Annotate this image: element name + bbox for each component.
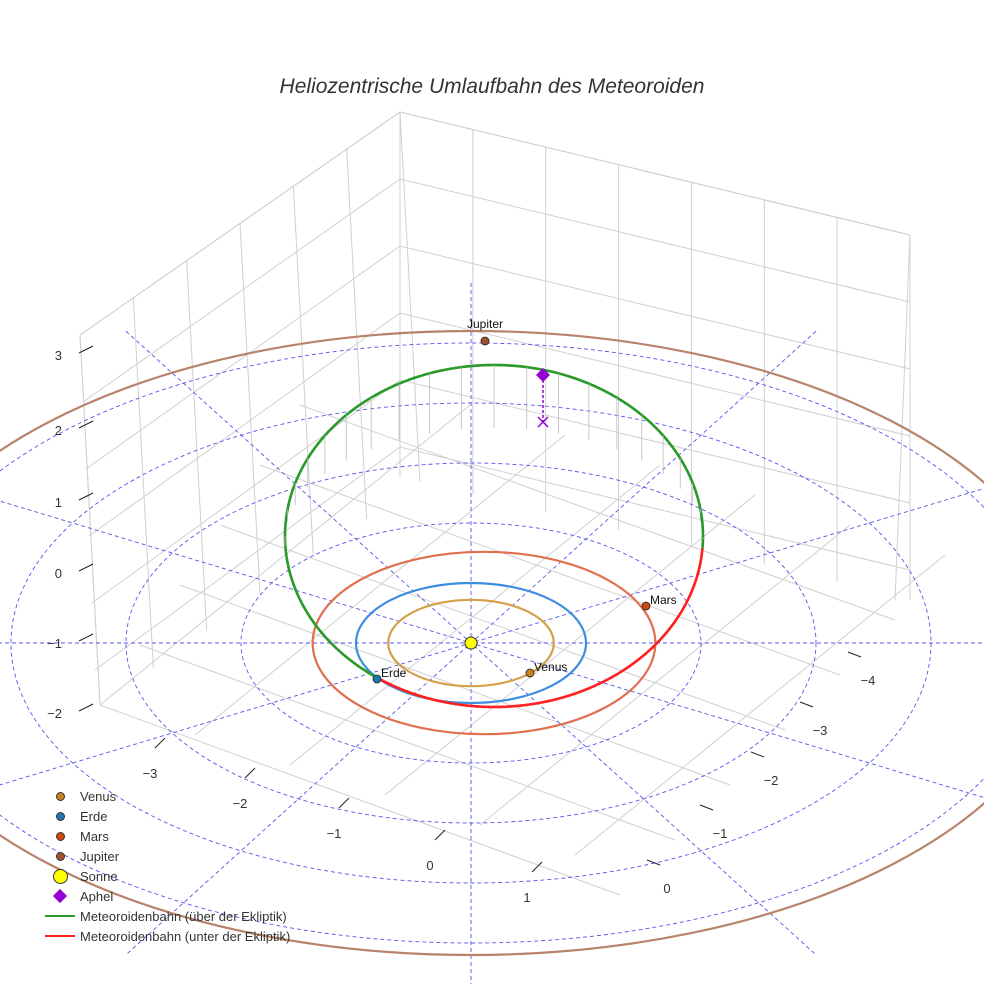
z-tick-label: −2	[47, 706, 62, 721]
floor-grid-line	[259, 464, 841, 676]
z-tick	[78, 703, 94, 712]
x-tick-label: −3	[143, 766, 158, 781]
legend-label: Mars	[80, 828, 109, 844]
legend: Venus Erde Mars Jupiter Sonne Aphel Mete…	[40, 786, 290, 946]
legend-item-sonne[interactable]: Sonne	[40, 866, 290, 886]
legend-item-mars[interactable]: Mars	[40, 826, 290, 846]
z-tick	[78, 420, 94, 429]
legend-item-aphel[interactable]: Aphel	[40, 886, 290, 906]
y-tick-label: −2	[764, 773, 779, 788]
legend-item-jupiter[interactable]: Jupiter	[40, 846, 290, 866]
y-tick	[699, 804, 714, 811]
planet-marker-venus	[525, 668, 535, 678]
planet-label-erde: Erde	[381, 666, 407, 680]
x-tick	[244, 767, 256, 779]
z-tick	[78, 492, 94, 501]
aphel-projection-x-marker	[537, 416, 549, 428]
z-tick	[78, 633, 94, 642]
x-tick-label: 0	[426, 858, 433, 873]
grid-line	[186, 260, 208, 631]
z-tick-label: 1	[55, 495, 62, 510]
x-tick	[434, 829, 446, 841]
y-tick	[799, 701, 814, 708]
grid-line	[88, 312, 911, 537]
z-tick-label: 3	[55, 348, 62, 363]
floor-grid-line	[99, 704, 621, 896]
grid-line	[82, 178, 911, 403]
floor-grid-line	[219, 524, 786, 731]
y-tick-label: −1	[713, 826, 728, 841]
x-tick-label: −1	[327, 826, 342, 841]
planet-marker-erde	[372, 674, 382, 684]
orbit-erde	[354, 581, 588, 705]
z-tick-label: 2	[55, 423, 62, 438]
y-tick	[646, 859, 661, 866]
legend-item-meteoroid-below[interactable]: Meteoroidenbahn (unter der Ekliptik)	[40, 926, 290, 946]
legend-label: Meteoroidenbahn (unter der Ekliptik)	[80, 928, 291, 944]
planet-label-mars: Mars	[650, 593, 677, 607]
floor-grid-line	[299, 404, 896, 621]
z-tick	[78, 345, 94, 354]
orbit-venus	[387, 598, 555, 688]
grid-line	[346, 149, 368, 520]
z-tick	[78, 563, 94, 572]
grid-line	[239, 223, 261, 594]
aphel-marker	[536, 368, 550, 382]
planet-label-venus: Venus	[534, 660, 567, 674]
x-tick	[531, 861, 543, 873]
y-tick	[750, 751, 765, 758]
floor-grid-line	[194, 434, 566, 736]
box-edge	[894, 234, 911, 601]
grid-line	[94, 446, 911, 671]
y-tick-label: −3	[813, 723, 828, 738]
floor-grid-line	[384, 494, 756, 796]
grid-line	[79, 334, 101, 706]
planet-marker-jupiter	[480, 336, 490, 346]
planet-label-jupiter: Jupiter	[467, 317, 503, 331]
planet-marker-mars	[641, 601, 651, 611]
x-tick	[338, 797, 350, 809]
y-tick	[847, 651, 862, 658]
grid-line	[292, 186, 314, 557]
floor-grid-line	[574, 554, 946, 856]
legend-item-erde[interactable]: Erde	[40, 806, 290, 826]
grid-line	[85, 245, 911, 470]
legend-label: Meteoroidenbahn (über der Ekliptik)	[80, 908, 287, 924]
x-tick	[154, 737, 166, 749]
floor-grid-line	[479, 524, 851, 826]
legend-label: Jupiter	[80, 848, 120, 864]
legend-label: Sonne	[80, 868, 118, 884]
orbit-jupiter	[0, 329, 984, 957]
grid-line	[132, 297, 154, 668]
y-tick-label: −4	[861, 673, 876, 688]
x-tick-label: 1	[523, 890, 530, 905]
legend-item-venus[interactable]: Venus	[40, 786, 290, 806]
z-tick-label: 0	[55, 566, 62, 581]
z-tick-label: −1	[47, 636, 62, 651]
legend-label: Erde	[80, 808, 108, 824]
legend-label: Aphel	[80, 888, 114, 904]
grid-line	[399, 111, 421, 483]
sun-marker	[464, 636, 478, 650]
legend-item-meteoroid-above[interactable]: Meteoroidenbahn (über der Ekliptik)	[40, 906, 290, 926]
y-tick-label: 0	[663, 881, 670, 896]
grid-line	[79, 111, 911, 336]
x-tick-label: −2	[233, 796, 248, 811]
floor-grid-line	[139, 644, 676, 841]
floor-grid-line	[289, 464, 661, 766]
chart-title: Heliozentrische Umlaufbahn des Meteoroid…	[279, 75, 705, 98]
legend-label: Venus	[80, 788, 117, 804]
grid-line	[91, 379, 911, 604]
